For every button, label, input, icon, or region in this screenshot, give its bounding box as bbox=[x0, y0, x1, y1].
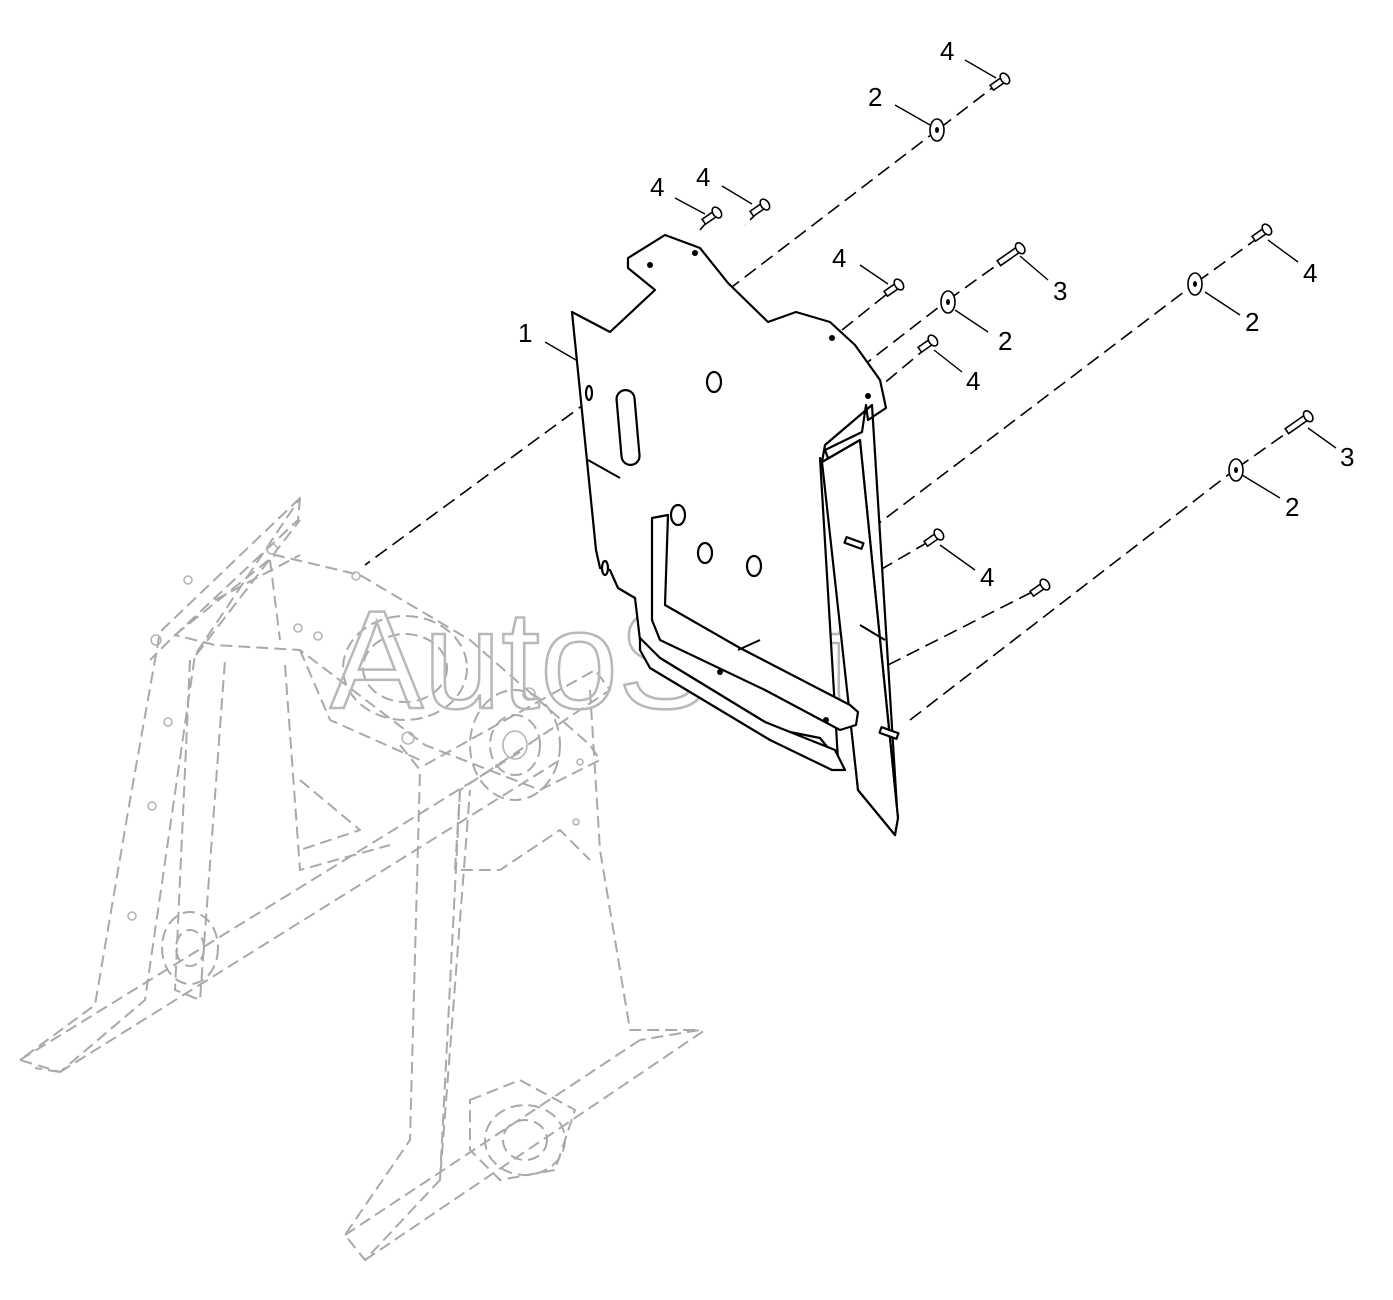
bolt-e bbox=[1250, 223, 1273, 243]
bolt-b bbox=[748, 198, 771, 218]
washer-3 bbox=[1187, 272, 1203, 296]
callout-4-a: 4 bbox=[650, 172, 664, 202]
shield-panel bbox=[570, 233, 900, 837]
bolt-top bbox=[988, 72, 1011, 92]
bolt-g bbox=[1028, 578, 1051, 598]
callout-4-lower: 4 bbox=[980, 562, 994, 592]
callout-4-c: 4 bbox=[832, 243, 846, 273]
bolt-d bbox=[916, 334, 939, 354]
callout-2-right: 2 bbox=[1245, 307, 1259, 337]
bolt-long-2 bbox=[1284, 410, 1314, 435]
loader-frame-ghost bbox=[19, 497, 706, 1261]
callout-4-mid: 4 bbox=[966, 366, 980, 396]
callout-2-top: 2 bbox=[868, 82, 882, 112]
leader-lines bbox=[544, 59, 1337, 571]
washer-4 bbox=[1228, 458, 1244, 482]
washer-2 bbox=[940, 290, 956, 314]
bolt-c bbox=[882, 278, 905, 298]
callout-2-lower: 2 bbox=[1285, 492, 1299, 522]
bolt-f bbox=[922, 528, 945, 548]
callouts: 4 2 4 4 4 3 4 1 2 2 4 3 2 4 bbox=[518, 36, 1354, 592]
callout-4-top: 4 bbox=[940, 36, 954, 66]
callout-1-panel: 1 bbox=[518, 318, 532, 348]
washer-1 bbox=[929, 118, 945, 142]
callout-4-b: 4 bbox=[696, 162, 710, 192]
callout-2-mid: 2 bbox=[998, 326, 1012, 356]
bolt-long-1 bbox=[996, 242, 1026, 267]
callout-3-lower: 3 bbox=[1340, 442, 1354, 472]
callout-4-right: 4 bbox=[1303, 258, 1317, 288]
hardware bbox=[700, 72, 1314, 598]
bolt-a bbox=[700, 206, 723, 226]
callout-3-upper: 3 bbox=[1053, 276, 1067, 306]
